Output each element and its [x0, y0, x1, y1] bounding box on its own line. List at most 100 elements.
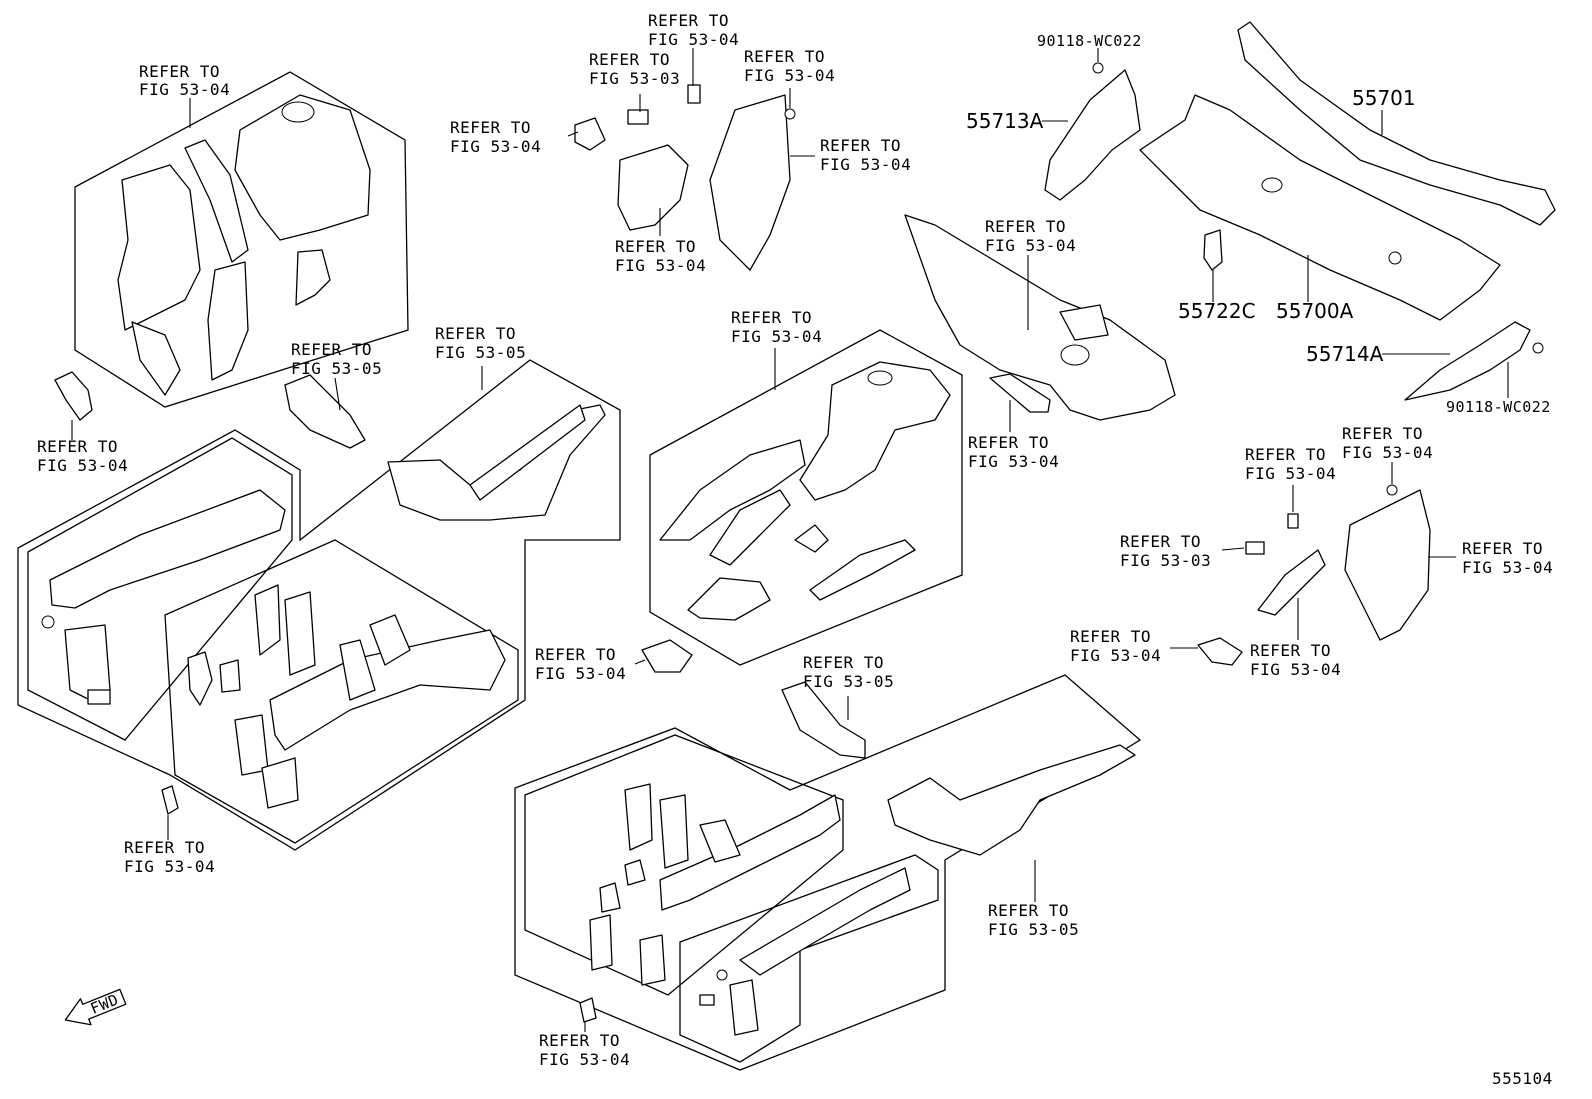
- part-rail-bracket-left: [284, 374, 366, 449]
- ref-label-7-a: REFER TO: [648, 11, 729, 30]
- part-number-55701: 55701: [1352, 86, 1416, 110]
- part-apron-small: [295, 249, 331, 306]
- ref-label-6-b: FIG 53-03: [589, 69, 680, 88]
- group-boundaries: [17, 71, 1142, 1071]
- part-center-strut-hole: [867, 370, 893, 386]
- group-left-member-inner: [27, 437, 293, 741]
- part-bracket-left: [54, 371, 93, 421]
- part-left-rail-box3: [261, 757, 299, 809]
- part-center-apron-long: [659, 439, 806, 541]
- ref-label-10-b: FIG 53-04: [615, 256, 706, 275]
- part-left-rail-pillar: [254, 584, 281, 656]
- ref-label-11-a: REFER TO: [731, 308, 812, 327]
- part-strut-hole: [281, 101, 315, 123]
- part-bracket-center: [641, 639, 693, 673]
- part-bottom-rail-lower: [739, 867, 911, 976]
- parts: [41, 21, 1556, 1036]
- part-rail-inner-flange: [469, 404, 586, 501]
- ref-label-13-b: FIG 53-04: [535, 664, 626, 683]
- group-bottom-inner-upper: [524, 734, 844, 996]
- part-55722C: [1203, 229, 1223, 271]
- part-number-bolt-right: 90118-WC022: [1446, 398, 1551, 416]
- part-center-apron-mid: [709, 489, 791, 566]
- part-top-bolt-e: [784, 108, 796, 120]
- part-bottom-plate-f: [589, 914, 613, 971]
- ref-label-13-a: REFER TO: [535, 645, 616, 664]
- part-bottom-pillar-a: [624, 783, 653, 851]
- part-left-rail-pillar2: [284, 591, 316, 676]
- part-bottom-rail-upper: [659, 794, 841, 911]
- part-left-rail-lower: [234, 714, 269, 776]
- part-right-apron-panel: [1344, 489, 1431, 641]
- ref-label-17-a: REFER TO: [985, 217, 1066, 236]
- ref-label-9-b: FIG 53-04: [820, 155, 911, 174]
- part-top-clip-c: [687, 84, 701, 104]
- ref-label-22-a: REFER TO: [1462, 539, 1543, 558]
- part-apron-mid: [184, 139, 249, 263]
- ref-label-2-a: REFER TO: [37, 437, 118, 456]
- part-dash-reinf: [1059, 304, 1109, 341]
- fwd-arrow-icon: [64, 988, 127, 1026]
- part-center-apron-low: [687, 577, 771, 621]
- ref-label-7-b: FIG 53-04: [648, 30, 739, 49]
- ref-label-8-a: REFER TO: [744, 47, 825, 66]
- ref-label-10-a: REFER TO: [615, 237, 696, 256]
- part-left-rail-clip: [219, 659, 241, 693]
- ref-label-16-a: REFER TO: [988, 901, 1069, 920]
- ref-label-3-a: REFER TO: [291, 340, 372, 359]
- ref-label-24-a: REFER TO: [1250, 641, 1331, 660]
- ref-label-5-b: FIG 53-04: [450, 137, 541, 156]
- group-left-lower: [164, 539, 519, 844]
- part-apron-tower: [234, 94, 371, 241]
- ref-label-24-b: FIG 53-04: [1250, 660, 1341, 679]
- part-dash-panel: [904, 214, 1176, 421]
- part-right-gusset: [1257, 549, 1326, 616]
- ref-label-19-b: FIG 53-04: [1245, 464, 1336, 483]
- ref-label-15-b: FIG 53-04: [539, 1050, 630, 1069]
- part-55700A-hole2: [1388, 251, 1402, 265]
- ref-label-4-a: REFER TO: [435, 324, 516, 343]
- part-bottom-grommet: [716, 969, 728, 981]
- part-top-panel-e: [709, 94, 791, 271]
- ref-label-12-a: REFER TO: [124, 838, 205, 857]
- part-center-clip: [794, 524, 829, 553]
- ref-label-23-b: FIG 53-04: [1070, 646, 1161, 665]
- ref-label-18-b: FIG 53-04: [968, 452, 1059, 471]
- part-apron-brace: [207, 261, 249, 381]
- group-left-apron: [74, 71, 409, 408]
- part-top-bracket-a: [574, 117, 606, 151]
- ref-label-4-b: FIG 53-05: [435, 343, 526, 362]
- ref-label-9-a: REFER TO: [820, 136, 901, 155]
- part-number-bolt-top: 90118-WC022: [1037, 32, 1142, 50]
- ref-label-6-a: REFER TO: [589, 50, 670, 69]
- part-left-rail-box: [339, 639, 376, 701]
- ref-label-11-b: FIG 53-04: [731, 327, 822, 346]
- part-left-rail-upper: [49, 489, 286, 609]
- part-55700A: [1139, 94, 1501, 321]
- ref-label-1-a: REFER TO: [139, 62, 220, 81]
- ref-label-20-a: REFER TO: [1342, 424, 1423, 443]
- part-center-brace: [809, 539, 916, 601]
- part-left-rail-end: [187, 651, 213, 706]
- part-55714A: [1404, 321, 1531, 401]
- part-left-grommet: [41, 615, 55, 629]
- ref-label-3-b: FIG 53-05: [291, 359, 382, 378]
- part-number-55713A: 55713A: [966, 109, 1044, 133]
- part-number-55722C: 55722C: [1178, 299, 1256, 323]
- ref-label-5-a: REFER TO: [450, 118, 531, 137]
- part-bottom-tab: [699, 994, 715, 1006]
- part-left-rail-box2: [369, 614, 411, 666]
- ref-label-12-b: FIG 53-04: [124, 857, 215, 876]
- ref-label-16-b: FIG 53-05: [988, 920, 1079, 939]
- part-bottom-post-g: [639, 934, 666, 986]
- ref-label-23-a: REFER TO: [1070, 627, 1151, 646]
- part-rail-outer: [887, 744, 1136, 856]
- part-right-bolt: [1386, 484, 1398, 496]
- ref-label-15-a: REFER TO: [539, 1031, 620, 1050]
- part-clip-bottom: [579, 997, 597, 1023]
- ref-label-2-b: FIG 53-04: [37, 456, 128, 475]
- labels: REFER TO FIG 53-04 REFER TO FIG 53-04 RE…: [37, 11, 1553, 1088]
- ref-label-8-b: FIG 53-04: [744, 66, 835, 85]
- part-rail-bracket-center: [781, 681, 866, 759]
